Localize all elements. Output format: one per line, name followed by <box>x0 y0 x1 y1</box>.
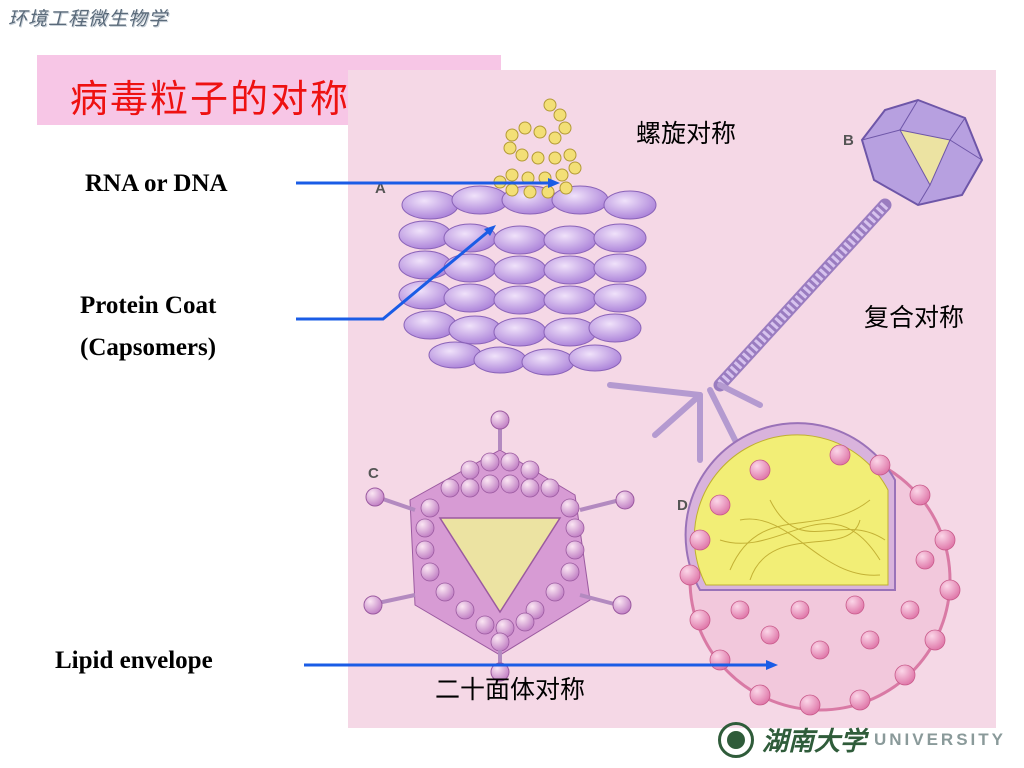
icosahedral-symmetry-label: 二十面体对称 <box>435 675 586 704</box>
panel-letter-a: A <box>375 180 386 197</box>
complex-symmetry-label: 复合对称 <box>864 303 965 332</box>
course-title-tag: 环境工程微生物学 <box>8 8 169 30</box>
helical-symmetry-label: 螺旋对称 <box>636 119 737 148</box>
capsomers-label: (Capsomers) <box>80 334 217 361</box>
icosahedral-virus-illustration <box>363 410 635 682</box>
university-word: UNIVERSITY <box>873 729 1006 749</box>
complex-phage-illustration <box>607 98 984 463</box>
university-logo: 湖南大学 UNIVERSITY <box>717 721 1006 758</box>
panel-letter-c: C <box>368 465 379 482</box>
panel-letter-b: B <box>843 132 854 149</box>
university-seal-icon <box>717 721 754 758</box>
lipid-envelope-label: Lipid envelope <box>55 647 213 674</box>
pointer-lines <box>296 181 770 667</box>
rna-dna-label: RNA or DNA <box>85 170 228 197</box>
enveloped-virus-illustration <box>679 422 961 716</box>
university-name-script: 湖南大学 <box>761 727 866 757</box>
protein-coat-arrow <box>296 228 491 321</box>
protein-coat-label: Protein Coat <box>80 292 217 319</box>
helical-virus-illustration <box>398 98 657 376</box>
panel-letter-d: D <box>677 497 688 514</box>
